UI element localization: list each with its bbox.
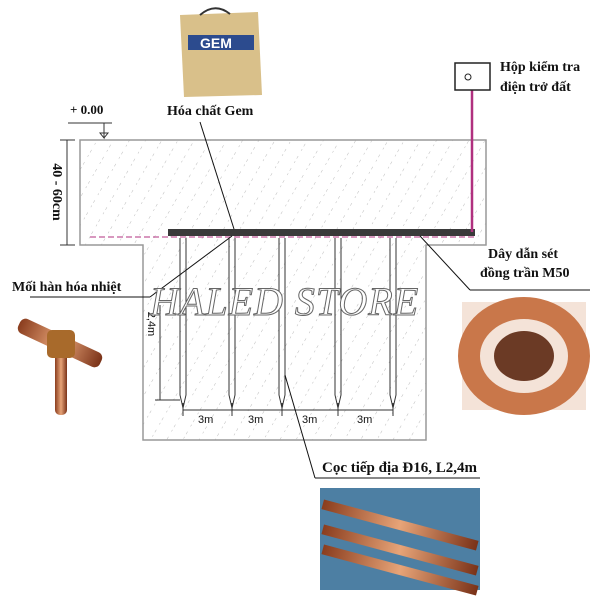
chemical-label: Hóa chất Gem bbox=[167, 104, 254, 119]
copper-coil-image bbox=[458, 297, 590, 415]
bag-logo: GEM bbox=[200, 35, 232, 51]
watermark: HALED STORE bbox=[149, 279, 420, 325]
test-box-icon bbox=[454, 62, 491, 91]
spacing-label: 3m bbox=[302, 414, 318, 426]
depth-label: 40 - 60cm bbox=[49, 163, 64, 221]
level-marker-icon bbox=[98, 123, 110, 140]
leader-rod bbox=[284, 374, 316, 479]
spacing-label: 3m bbox=[248, 414, 264, 426]
connection-bar bbox=[168, 229, 475, 236]
rod-label: Cọc tiếp địa Đ16, L2,4m bbox=[322, 460, 477, 476]
gem-bag-image bbox=[180, 7, 262, 97]
level-label: + 0.00 bbox=[70, 102, 104, 117]
wire-label-2: đồng trần M50 bbox=[480, 266, 570, 281]
soil-trench bbox=[79, 139, 487, 441]
spacing-label: 3m bbox=[198, 414, 214, 426]
leader-chemical bbox=[199, 121, 235, 230]
thermite-weld-image bbox=[17, 318, 103, 415]
weld-label: Mối hàn hóa nhiệt bbox=[12, 280, 122, 295]
test-box-label: Hộp kiểm tra bbox=[500, 60, 581, 75]
wire-label: Dây dẫn sét bbox=[488, 247, 559, 262]
spacing-label: 3m bbox=[357, 414, 373, 426]
test-box-label-2: điện trở đất bbox=[500, 80, 571, 95]
copper-rods-image bbox=[320, 488, 480, 596]
leader-weld bbox=[149, 235, 233, 298]
leader-wire bbox=[419, 235, 471, 291]
